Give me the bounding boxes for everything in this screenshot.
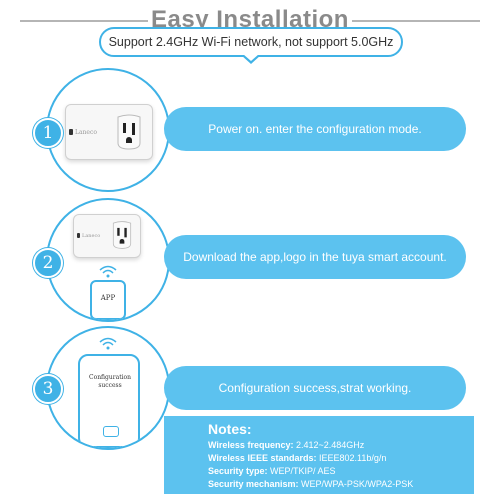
phone-success: Configuration success	[78, 354, 140, 448]
step1-circle: Laneco	[46, 68, 170, 192]
phone-app: APP	[90, 280, 126, 320]
note-row: Wireless IEEE standards: IEEE802.11b/g/n	[208, 453, 386, 463]
socket-icon	[112, 221, 132, 249]
note-value: WEP/WPA-PSK/WPA2-PSK	[298, 479, 414, 489]
title-line-right	[352, 20, 480, 22]
step3-bar: Configuration success,strat working.	[164, 366, 466, 410]
step1-badge: 1	[33, 118, 63, 148]
app-label: APP	[100, 294, 116, 302]
step1-bar: Power on. enter the configuration mode.	[164, 107, 466, 151]
plug-brand: Laneco	[82, 233, 101, 239]
pill-notch-inner	[243, 54, 259, 61]
smart-plug: Laneco	[73, 214, 141, 258]
step3-text: Configuration success,strat working.	[218, 381, 412, 395]
note-row: Wireless frequency: 2.412~2.484GHz	[208, 440, 364, 450]
wifi-icon	[99, 265, 117, 278]
notes-box: Notes: Wireless frequency: 2.412~2.484GH…	[164, 416, 474, 494]
socket-icon	[117, 114, 141, 150]
step3-badge: 3	[33, 374, 63, 404]
subtitle-text: Support 2.4GHz Wi-Fi network, not suppor…	[108, 35, 394, 49]
note-value: IEEE802.11b/g/n	[316, 453, 387, 463]
step2-bar: Download the app,logo in the tuya smart …	[164, 235, 466, 279]
note-row: Security type: WEP/TKIP/ AES	[208, 466, 336, 476]
note-label: Wireless frequency:	[208, 440, 294, 450]
home-button	[103, 426, 119, 437]
note-label: Security type:	[208, 466, 268, 476]
notes-title: Notes:	[208, 421, 252, 437]
note-label: Wireless IEEE standards:	[208, 453, 317, 463]
step2-text: Download the app,logo in the tuya smart …	[183, 250, 447, 264]
wifi-icon	[99, 337, 117, 350]
note-value: WEP/TKIP/ AES	[267, 466, 336, 476]
step1-text: Power on. enter the configuration mode.	[208, 122, 422, 136]
subtitle-pill: Support 2.4GHz Wi-Fi network, not suppor…	[99, 27, 403, 57]
title-line-left	[20, 20, 148, 22]
success-label: Configuration success	[88, 374, 132, 389]
note-label: Security mechanism:	[208, 479, 299, 489]
step3-circle: Configuration success	[46, 326, 170, 450]
plug-brand: Laneco	[75, 129, 97, 136]
step2-badge: 2	[33, 248, 63, 278]
note-value: 2.412~2.484GHz	[293, 440, 365, 450]
smart-plug: Laneco	[65, 104, 153, 160]
led-indicator	[77, 233, 80, 238]
led-indicator	[69, 129, 73, 135]
step2-circle: Laneco APP	[46, 198, 170, 322]
note-row: Security mechanism: WEP/WPA-PSK/WPA2-PSK	[208, 479, 413, 489]
